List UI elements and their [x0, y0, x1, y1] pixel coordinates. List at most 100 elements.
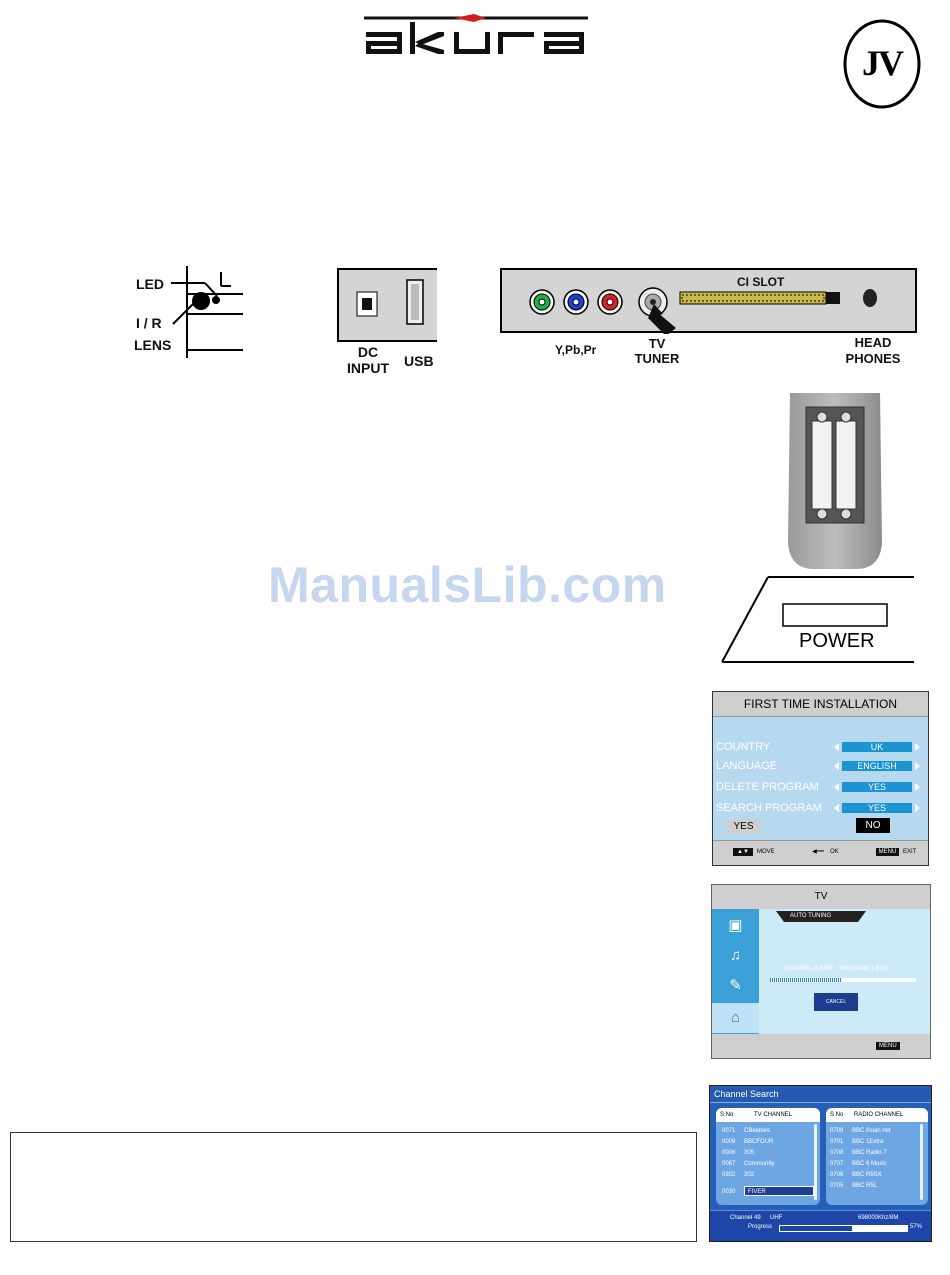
selected-channel-no: 0030	[722, 1189, 736, 1195]
fti-delete-value: YES	[842, 782, 912, 792]
channel-name: 305	[744, 1150, 755, 1156]
channel-no: 0701	[830, 1139, 844, 1145]
headphones-line1: HEAD	[854, 335, 892, 350]
side-panel-diagram	[337, 268, 437, 342]
enter-key-icon: ◀━━	[812, 849, 824, 855]
fti-delete-key: DELETE PROGRAM	[716, 781, 819, 793]
tuning-progress-bar	[770, 978, 916, 982]
watermark: ManualsLib.com	[268, 557, 667, 613]
fti-row-language[interactable]: LANGUAGE ENGLISH	[716, 758, 928, 774]
channel-no: 0006	[722, 1150, 736, 1156]
channel-no: 0706	[830, 1172, 844, 1178]
tv-title: TV	[712, 885, 930, 909]
channel-no: 0705	[830, 1183, 844, 1189]
channel-no: 0302	[722, 1172, 736, 1178]
list-item[interactable]: 0705 BBC R5L	[830, 1181, 891, 1192]
list-item[interactable]: 0087 Community	[722, 1159, 774, 1170]
cs-title: Channel Search	[714, 1089, 779, 1099]
channel-no: 0707	[830, 1161, 844, 1167]
tv-footer: MENU	[712, 1034, 930, 1058]
akura-logo	[364, 14, 588, 54]
rear-panel-diagram	[500, 268, 917, 334]
ci-slot	[679, 291, 827, 305]
channel-name: BBC Asian net	[852, 1128, 891, 1134]
channel-label: Channel 49	[730, 1215, 761, 1221]
tv-tuner-label: TV TUNER	[628, 336, 686, 366]
logo-red-mark	[454, 14, 486, 22]
fti-search-value: YES	[842, 803, 912, 813]
cs-title-bar	[710, 1086, 931, 1103]
channel-no: 0087	[722, 1161, 736, 1167]
right-arrow-icon[interactable]	[915, 762, 920, 770]
jv-badge: JV	[842, 18, 922, 110]
auto-tuning-tab[interactable]: AUTO TUNING	[790, 913, 832, 919]
fti-row-country[interactable]: COUNTRY UK	[716, 739, 928, 755]
first-time-installation-menu: FIRST TIME INSTALLATION COUNTRY UK LANGU…	[712, 691, 929, 866]
jv-badge-text: JV	[862, 43, 904, 83]
dc-label-line2: INPUT	[347, 360, 389, 376]
menu-key[interactable]: MENU	[876, 1042, 900, 1050]
ok-text: OK	[830, 849, 839, 855]
fti-no-button[interactable]: NO	[856, 818, 890, 833]
fti-country-key: COUNTRY	[716, 741, 771, 753]
rca-jack-hole	[538, 298, 546, 306]
list-item[interactable]: 0071 CBeebies	[722, 1126, 774, 1137]
menu-key: MENU	[876, 848, 899, 856]
channel-name: Community	[744, 1161, 775, 1167]
fti-row-delete-program[interactable]: DELETE PROGRAM YES	[716, 779, 928, 795]
tuning-channel-text: CHANNEL 0 (UHF : 450.00 Mhz ) 49 %	[784, 966, 889, 972]
left-arrow-icon[interactable]	[834, 783, 839, 791]
rca-jack-hole	[606, 298, 614, 306]
ir-label: I / R	[136, 315, 162, 331]
left-arrow-icon[interactable]	[834, 743, 839, 751]
dc-input-label: DC INPUT	[346, 344, 390, 376]
tv-scrollbar[interactable]	[814, 1124, 817, 1200]
power-button-diagram	[721, 576, 914, 663]
fti-footer: ▲▼ MOVE ◀━━ OK MENU EXIT	[713, 840, 928, 865]
fti-language-value: ENGLISH	[842, 761, 912, 771]
power-label: POWER	[799, 630, 875, 652]
radio-scrollbar[interactable]	[920, 1124, 923, 1200]
list-item[interactable]: 0006 305	[722, 1148, 774, 1159]
selected-channel-row[interactable]: FIVER	[744, 1186, 814, 1196]
ci-slot-label: CI SLOT	[737, 275, 785, 289]
left-arrow-icon[interactable]	[834, 804, 839, 812]
right-arrow-icon[interactable]	[915, 804, 920, 812]
left-arrow-icon[interactable]	[834, 762, 839, 770]
settings-icon[interactable]: ✎	[729, 977, 742, 994]
right-arrow-icon[interactable]	[915, 743, 920, 751]
fti-yes-button[interactable]: YES	[727, 819, 760, 834]
exit-text: EXIT	[903, 849, 917, 855]
tv-label-line1: TV	[648, 336, 666, 351]
usb-label: USB	[404, 353, 434, 369]
fti-country-value: UK	[842, 742, 912, 752]
list-item[interactable]: 0707 BBC 6 Music	[830, 1159, 891, 1170]
fti-row-search-program[interactable]: SEARCH PROGRAM YES	[716, 800, 928, 816]
dc-label-line1: DC	[357, 344, 379, 360]
music-note-icon[interactable]: ♫	[729, 947, 742, 964]
picture-icon[interactable]: ▣	[728, 917, 743, 934]
front-panel-diagram	[171, 266, 243, 358]
rca-jack-hole	[572, 298, 580, 306]
led-label: LED	[136, 276, 164, 292]
channel-name: CBeebies	[744, 1128, 771, 1134]
headphones-line2: PHONES	[845, 351, 901, 366]
channel-name: BBC R5L	[852, 1183, 878, 1189]
channel-no: 0071	[722, 1128, 736, 1134]
channel-name: BBC R5SX	[852, 1172, 882, 1178]
channel-name: BBC 6 Music	[852, 1161, 887, 1167]
tv-icon[interactable]: ⌂	[712, 1003, 759, 1033]
cancel-button[interactable]: CANCEL	[814, 993, 858, 1011]
fti-language-key: LANGUAGE	[716, 760, 778, 772]
right-arrow-icon[interactable]	[915, 783, 920, 791]
list-item[interactable]: 0706 BBC R5SX	[830, 1170, 891, 1181]
